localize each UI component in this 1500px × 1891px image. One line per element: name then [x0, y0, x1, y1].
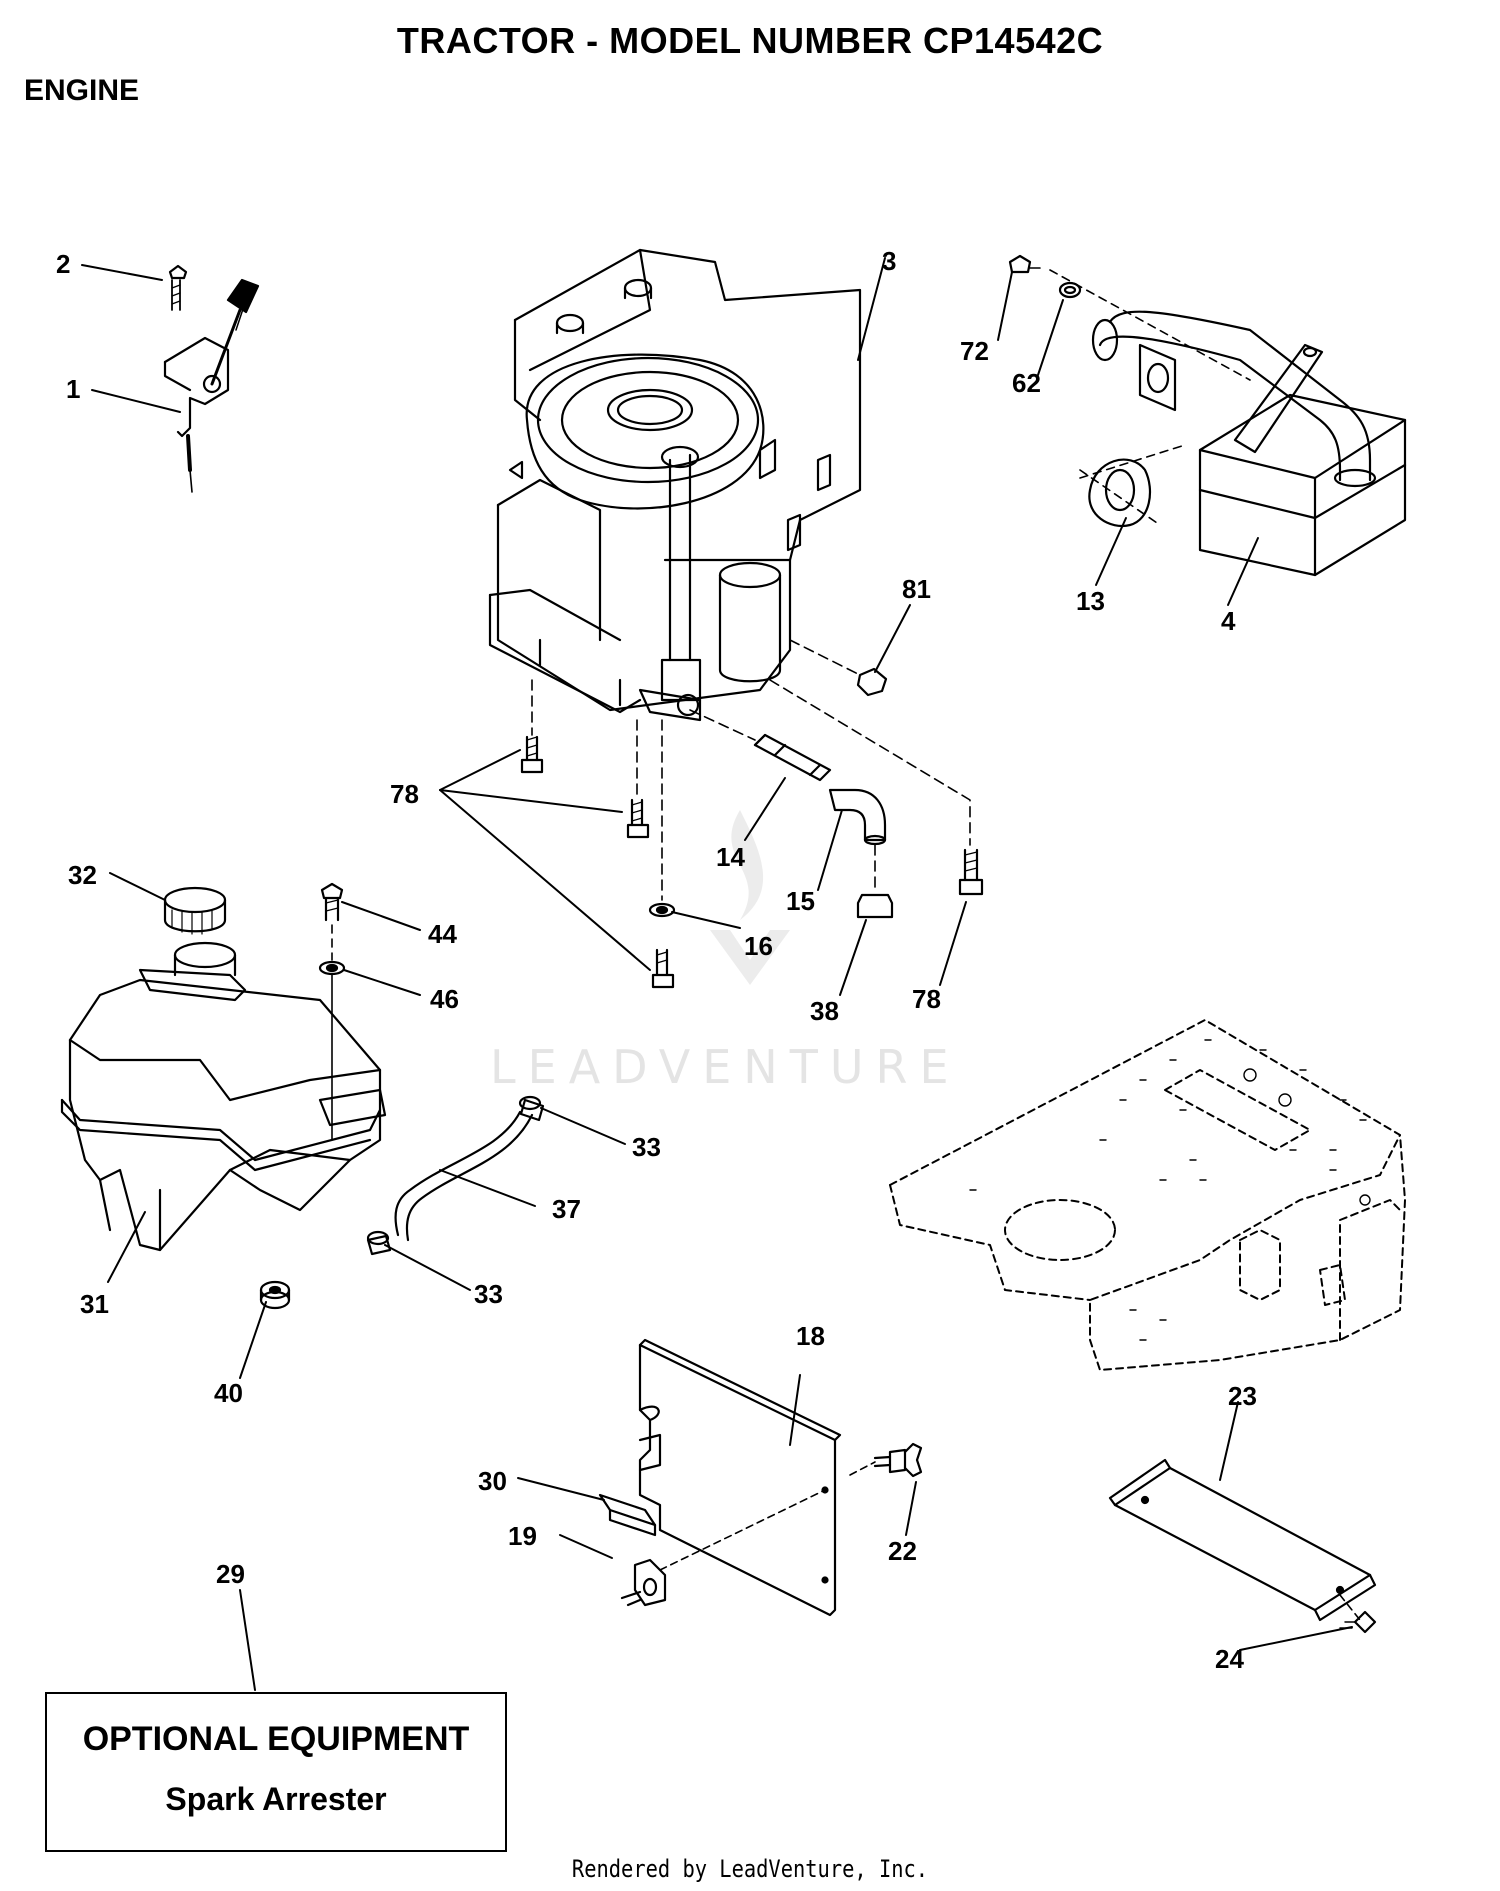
- callout-32: 32: [68, 860, 97, 890]
- watermark-text: LEADVENTURE: [490, 1040, 961, 1094]
- optional-equipment-item: Spark Arrester: [165, 1781, 387, 1817]
- callout-3: 3: [882, 246, 896, 276]
- tractor-frame-outline: [889, 1019, 1406, 1371]
- callout-23: 23: [1228, 1381, 1257, 1411]
- callout-19: 19: [508, 1521, 537, 1551]
- callout-14: 14: [716, 842, 745, 872]
- callout-78-left: 78: [390, 779, 419, 809]
- engine-cover-plate-part: [598, 1338, 923, 1617]
- callout-18: 18: [796, 1321, 825, 1351]
- callout-33-upper: 33: [632, 1132, 661, 1162]
- callout-38: 38: [810, 996, 839, 1026]
- callout-15: 15: [786, 886, 815, 916]
- callout-44: 44: [428, 919, 457, 949]
- throttle-control-part: [163, 264, 260, 493]
- callout-4: 4: [1221, 606, 1236, 636]
- callout-24: 24: [1215, 1644, 1244, 1674]
- frame-holes: [969, 1039, 1371, 1341]
- optional-equipment-box: OPTIONAL EQUIPMENT Spark Arrester: [45, 1692, 507, 1852]
- section-title: ENGINE: [24, 74, 140, 107]
- heat-shield-part: [1108, 1458, 1377, 1634]
- callout-16: 16: [744, 931, 773, 961]
- callout-1: 1: [66, 374, 80, 404]
- callout-78-right: 78: [912, 984, 941, 1014]
- callout-62: 62: [1012, 368, 1041, 398]
- footer-credit: Rendered by LeadVenture, Inc.: [571, 1855, 929, 1883]
- engine-fasteners: [520, 639, 984, 989]
- watermark-logo-icon: [710, 810, 790, 985]
- callout-22: 22: [888, 1536, 917, 1566]
- fuel-line-part: [366, 1095, 545, 1256]
- callout-72: 72: [960, 336, 989, 366]
- callout-leader-lines: [81, 257, 1353, 1691]
- callout-40: 40: [214, 1378, 243, 1408]
- optional-equipment-heading: OPTIONAL EQUIPMENT: [82, 1720, 470, 1758]
- callout-29: 29: [216, 1559, 245, 1589]
- callout-81: 81: [902, 574, 931, 604]
- engine-part: [488, 248, 862, 722]
- fuel-tank-part: [60, 882, 387, 1310]
- callout-13: 13: [1076, 586, 1105, 616]
- callout-46: 46: [430, 984, 459, 1014]
- callout-33-lower: 33: [474, 1279, 503, 1309]
- page-title: TRACTOR - MODEL NUMBER CP14542C: [396, 20, 1104, 61]
- callout-30: 30: [478, 1466, 507, 1496]
- callout-37: 37: [552, 1194, 581, 1224]
- muffler-part: [1008, 254, 1407, 577]
- callout-2: 2: [56, 249, 70, 279]
- callout-31: 31: [80, 1289, 109, 1319]
